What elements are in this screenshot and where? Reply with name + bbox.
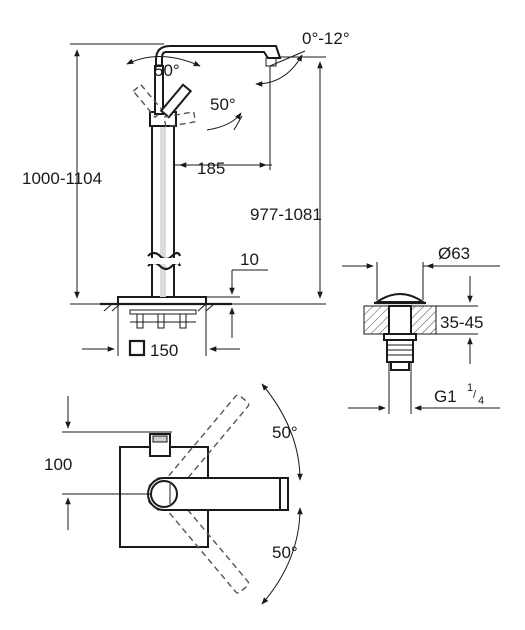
- plan-lever: [147, 477, 287, 511]
- waste-valve-view: Ø63 35-45 G1 1 / 4: [342, 244, 500, 414]
- plan-angle-top-label: 50°: [272, 423, 298, 442]
- plan-view: 100 50° 50°: [44, 383, 303, 605]
- side-view: 0°-12° 50° 50° 1000-1104 185 977-1081 10…: [22, 29, 350, 360]
- lever-handle: [132, 65, 197, 128]
- floor-fixings: [129, 309, 197, 329]
- thread-slash: /: [473, 389, 477, 401]
- total-height-label: 1000-1104: [22, 169, 102, 188]
- thread-sub-label: 4: [478, 395, 484, 407]
- spout-height-label: 977-1081: [250, 205, 322, 224]
- base-thickness-label: 10: [240, 250, 259, 269]
- angle-lever-top-label: 50°: [154, 61, 180, 80]
- spout-reach-label: 185: [197, 159, 225, 178]
- plan-offset-label: 100: [44, 455, 72, 474]
- square-symbol: [128, 339, 146, 357]
- waste-cap: [373, 293, 427, 303]
- waste-diameter-label: Ø63: [438, 244, 470, 263]
- waste-thickness-label: 35-45: [440, 313, 483, 332]
- base-size-label: 150: [150, 341, 178, 360]
- angle-lever-right-label: 50°: [210, 95, 236, 114]
- column: [147, 124, 182, 298]
- thread-sup-label: 1: [467, 382, 473, 394]
- thread-main-label: G1: [434, 387, 457, 406]
- angle-spout-label: 0°-12°: [302, 29, 350, 48]
- plan-angle-bottom-label: 50°: [272, 543, 298, 562]
